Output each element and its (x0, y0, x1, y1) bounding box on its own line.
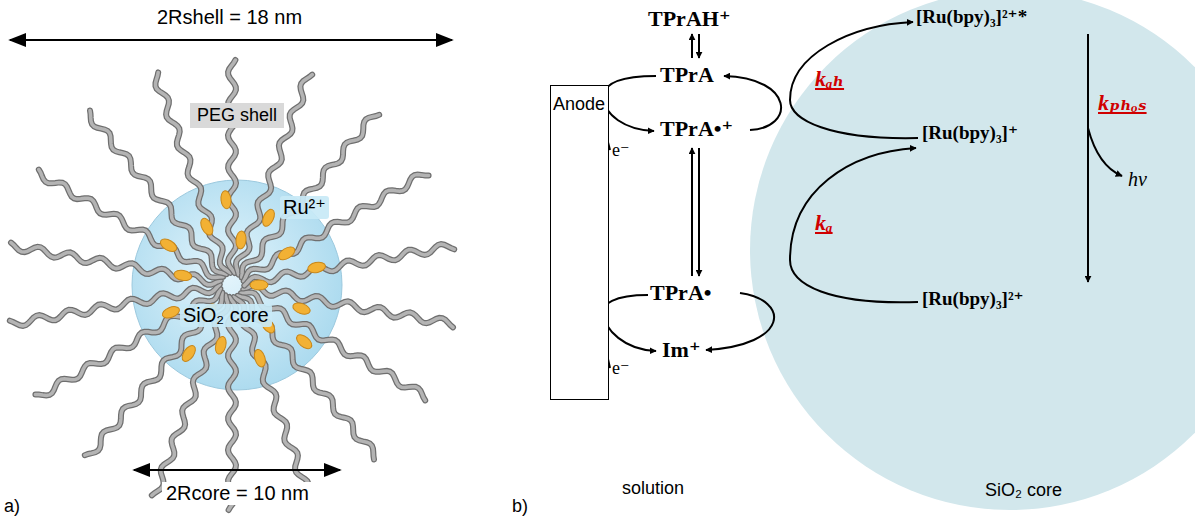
photon-label: hν (1128, 168, 1147, 191)
silica-core: Ru²⁺ SiO₂ core (132, 180, 342, 390)
peg-chain (228, 60, 236, 273)
ru-label: Ru²⁺ (280, 196, 329, 219)
peg-chain (244, 244, 454, 286)
ru-complex (173, 269, 192, 282)
dimension-label: 2Rshell = 18 nm (153, 6, 306, 29)
ru-complex (214, 335, 228, 355)
species-label: TPrA• (650, 280, 711, 305)
ru-complex (291, 301, 311, 317)
ru-complex (307, 261, 327, 275)
peg-chain (228, 297, 236, 510)
species-label: TPrA (660, 62, 714, 87)
dimension-arrow (10, 39, 452, 41)
ru-complex (235, 230, 247, 249)
peg-chain (228, 60, 236, 273)
ru-complex (161, 304, 181, 320)
peg-chain (244, 175, 429, 282)
peg-chain (228, 297, 236, 510)
panel-label: b) (512, 496, 528, 517)
ru-complex (158, 236, 179, 254)
peg-chain (244, 175, 429, 282)
species-label: Im⁺ (662, 337, 701, 362)
region-label: solution (622, 478, 684, 499)
core-region (750, 0, 1195, 510)
shell-label-box: PEG shell (190, 103, 284, 128)
anode-label: Anode (553, 94, 605, 115)
dimension-arrow (134, 469, 340, 471)
peg-chain (242, 115, 379, 278)
peg-chain (90, 111, 226, 275)
anode-box: Anode (550, 85, 609, 400)
species-label: [Ru(bpy)₃]²⁺ (922, 288, 1024, 310)
peg-chain (242, 115, 379, 278)
dimension-label: 2Rcore = 10 nm (162, 482, 313, 505)
species-label: TPrA•⁺ (660, 116, 733, 141)
peg-chain (234, 297, 309, 497)
panel-label: a) (4, 496, 20, 517)
core-label: SiO₂ core (180, 304, 272, 327)
species-label: TPrAH⁺ (648, 6, 731, 31)
ru-complex (198, 216, 215, 237)
peg-chain (234, 297, 309, 497)
shell-label: PEG shell (197, 105, 277, 126)
reaction-arrows (603, 22, 1122, 368)
ru-complex (294, 332, 314, 351)
electron-label: e⁻ (612, 140, 630, 161)
ru-complex (220, 190, 232, 209)
species-label: [Ru(bpy)₃]⁺ (922, 122, 1018, 144)
ru-complex (180, 343, 199, 363)
ru-complex (276, 244, 297, 262)
ru-complex (252, 348, 267, 368)
rate-constant: kₚₕₒₛ (1098, 90, 1147, 115)
peg-chain (244, 244, 454, 286)
ru-complex (250, 280, 268, 290)
rate-constant: kₐₕ (815, 66, 844, 91)
peg-chains (10, 60, 454, 510)
rate-constant: kₐ (815, 210, 833, 235)
core-label: SiO₂ core (985, 480, 1062, 501)
ru-complex (260, 208, 277, 229)
species-label: [Ru(bpy)₃]²⁺* (916, 6, 1027, 28)
peg-chain (90, 111, 226, 275)
electron-label: e⁻ (612, 358, 630, 379)
